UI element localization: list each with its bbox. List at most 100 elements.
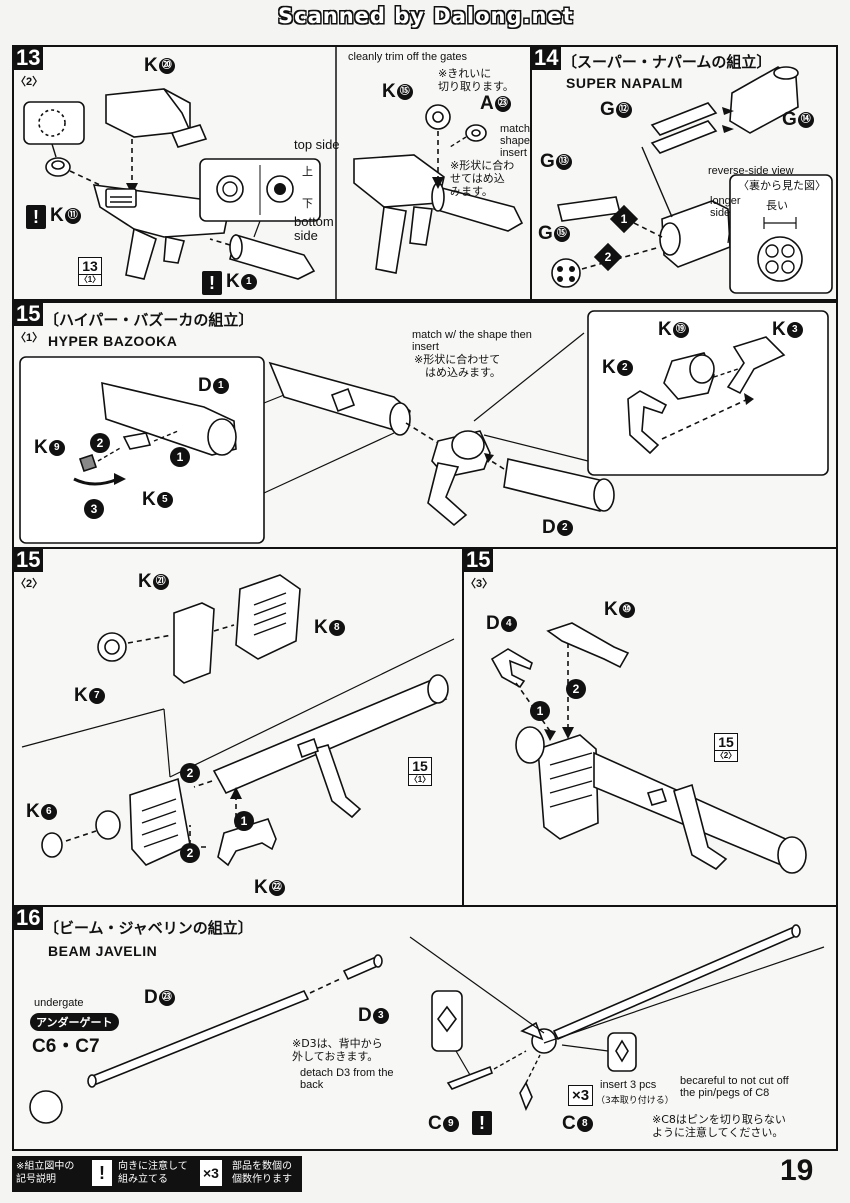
warning-icon: !: [472, 1111, 492, 1135]
longer-side-en: longer side: [710, 195, 741, 219]
step-13-substep: 〈2〉: [15, 76, 44, 88]
step-15-3-substep: 〈3〉: [465, 578, 494, 590]
step-16-illustration: [29, 924, 825, 1124]
step-15-2-illustration: [21, 574, 455, 867]
ref-step-13-1: 13〈1〉: [78, 257, 102, 286]
step-16-panel: 16 〔ビーム・ジャベリンの組立〕 BEAM JAVELIN: [12, 905, 838, 1151]
warning-icon: !: [26, 205, 46, 229]
sequence-step-1: 1: [234, 811, 254, 831]
longer-side-jp: 長い: [766, 199, 788, 212]
step-15-1-title-en: HYPER BAZOOKA: [48, 333, 178, 349]
step-15-1-illustration: [19, 310, 829, 544]
legend-warning-icon: !: [92, 1160, 112, 1186]
step-14-panel: 14 〔スーパー・ナパームの組立〕 SUPER NAPALM: [530, 45, 838, 301]
careful-note-en: becareful to not cut off the pin/pegs of…: [680, 1075, 789, 1099]
undergate-en: undergate: [34, 997, 84, 1009]
reverse-view-jp: 〈裏から見た図〉: [738, 179, 826, 192]
match-note-jp: ※形状に合わせて はめ込みます。: [414, 353, 501, 379]
page-number: 19: [780, 1154, 814, 1187]
step-13-number: 13: [13, 46, 44, 70]
legend-x3-text: 部品を数個の 個数作ります: [232, 1161, 292, 1185]
step-14-title-en: SUPER NAPALM: [566, 75, 683, 91]
step-16-title-jp: 〔ビーム・ジャベリンの組立〕: [44, 919, 253, 937]
step-15-1-number: 15: [13, 302, 44, 326]
sequence-step-2: 2: [566, 679, 586, 699]
sequence-step-3: 3: [84, 499, 104, 519]
detach-note-en: detach D3 from the back: [300, 1067, 394, 1091]
legend-x3-icon: ×3: [200, 1160, 222, 1186]
sequence-step-2: 2: [180, 843, 200, 863]
quantity-x3-badge: ×3: [568, 1085, 594, 1106]
ref-step-15-2: 15〈2〉: [714, 733, 738, 762]
top-side-label: top side: [294, 137, 340, 152]
step-14-number: 14: [531, 46, 562, 70]
gate-note-en: cleanly trim off the gates: [348, 51, 468, 63]
bottom-side-label: bottom side: [294, 214, 334, 243]
insert-note-jp: （3本取り付ける）: [596, 1096, 674, 1106]
sequence-step-2: 2: [90, 433, 110, 453]
step-15-3-illustration: [490, 622, 807, 874]
sequence-step-1: 1: [170, 447, 190, 467]
bottom-jp-label: 下: [302, 197, 313, 210]
sequence-step-1: 1: [530, 701, 550, 721]
part-c6-c7-label: C6・C7: [32, 1036, 100, 1057]
step-15-1-panel: 15 〈1〉 〔ハイパー・バズーカの組立〕 HYPER BAZOOKA: [12, 301, 838, 549]
undergate-badge: アンダーゲート: [30, 1013, 119, 1031]
step-16-number: 16: [13, 906, 44, 930]
step-16-title-en: BEAM JAVELIN: [48, 943, 158, 959]
match-note-jp: ※形状に合わ せてはめ込 みます。: [450, 159, 515, 198]
legend-bar: [12, 1156, 302, 1192]
step-15-3-number: 15: [463, 548, 494, 572]
sequence-step-1: 1: [609, 204, 639, 234]
step-15-1-title-jp: 〔ハイパー・バズーカの組立〕: [44, 311, 254, 329]
step-15-2-panel: 15 〈2〉: [12, 547, 464, 907]
legend-title: ※組立図中の 記号説明: [16, 1161, 75, 1185]
reverse-view-en: reverse-side view: [708, 165, 794, 177]
step-14-illustration: [551, 66, 833, 294]
insert-note-en: insert 3 pcs: [600, 1079, 657, 1091]
top-jp-label: 上: [302, 165, 313, 178]
ref-step-15-1: 15〈1〉: [408, 757, 432, 786]
match-note-en: match w/ the shape then insert: [412, 329, 532, 353]
legend-warning-text: 向きに注意して 組み立てる: [118, 1161, 188, 1185]
step-13-panel: 13 〈2〉: [12, 45, 562, 301]
scan-credit: Scanned by Dalong.net: [278, 4, 574, 28]
sequence-step-2: 2: [180, 763, 200, 783]
warning-icon: !: [202, 271, 222, 295]
step-13-divider: [23, 47, 524, 301]
gate-note-jp: ※きれいに 切り取ります。: [438, 67, 514, 93]
step-15-1-substep: 〈1〉: [15, 332, 44, 344]
sequence-step-2: 2: [593, 242, 623, 272]
step-15-2-number: 15: [13, 548, 44, 572]
step-14-title-jp: 〔スーパー・ナパームの組立〕: [562, 53, 772, 71]
step-15-2-substep: 〈2〉: [15, 578, 44, 590]
